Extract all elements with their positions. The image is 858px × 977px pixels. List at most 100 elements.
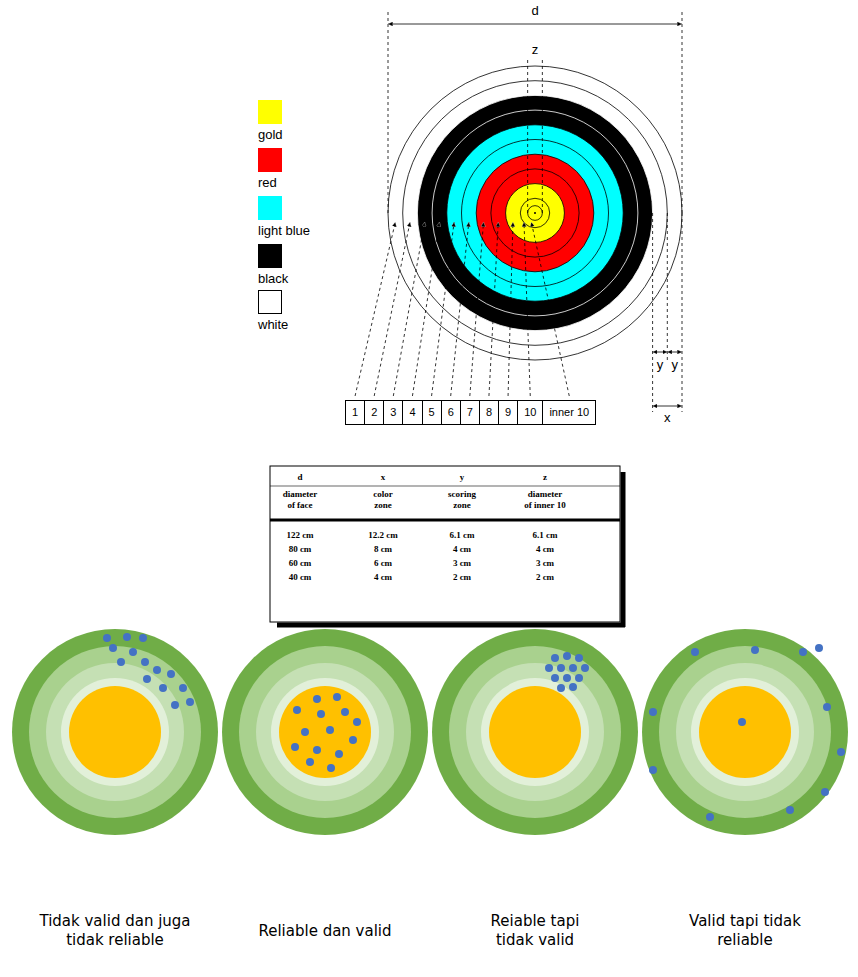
label: Tidak valid dan juga tidak reliable: [33, 912, 198, 950]
legend-item: light blue: [258, 196, 310, 238]
inner-ten-ring: [528, 206, 543, 221]
hit-dot: [815, 644, 823, 652]
label: 122 cm: [286, 530, 313, 541]
score-box: 10: [517, 400, 543, 425]
extension-line: [542, 60, 543, 213]
hit-dot: [349, 736, 357, 744]
score-box: 2: [364, 400, 384, 425]
hit-dot: [143, 675, 151, 683]
legend-swatch: [258, 100, 282, 124]
dimension-lines: [388, 12, 682, 412]
target-ring: [699, 686, 791, 778]
score-number: 4: [409, 401, 415, 424]
target-ring: [417, 95, 652, 330]
hit-dot: [551, 674, 559, 682]
hit-dot: [563, 652, 571, 660]
hit-dot: [129, 648, 137, 656]
leader-line: [355, 222, 395, 396]
hit-dot: [139, 634, 147, 642]
legend-swatch: [258, 148, 282, 172]
target-ring: [46, 663, 184, 801]
label: diameter of face: [278, 489, 322, 511]
label: x: [381, 472, 386, 483]
score-box: 5: [422, 400, 442, 425]
target-ring: [403, 81, 668, 346]
hit-dot: [799, 648, 807, 656]
hit-dot: [301, 728, 309, 736]
hit-dot: [117, 658, 125, 666]
label: 4 cm: [536, 544, 554, 555]
leader-line: [412, 222, 439, 396]
dimension-arrow: [653, 352, 668, 353]
label: 6.1 cm: [533, 530, 558, 541]
target-ring: [279, 686, 371, 778]
extension-line: [667, 213, 668, 360]
target-ring: [642, 629, 848, 835]
label: y: [671, 357, 678, 373]
target-ring: [462, 140, 609, 287]
target-ring: [271, 678, 379, 786]
label: z: [543, 472, 547, 483]
label: d: [297, 472, 302, 483]
validity-target: [642, 629, 848, 835]
hit-dot: [557, 664, 565, 672]
target-ring: [481, 678, 589, 786]
hit-dot: [691, 648, 699, 656]
hit-dot: [179, 684, 187, 692]
legend-swatch: [258, 196, 282, 220]
target-ring: [676, 663, 814, 801]
hit-dot: [171, 701, 179, 709]
label: 3 cm: [536, 558, 554, 569]
hit-dot: [738, 718, 746, 726]
target-ring: [61, 678, 169, 786]
label: 2 cm: [453, 572, 471, 583]
target-ring: [388, 66, 682, 360]
target-ring: [476, 154, 594, 272]
label: Reliable dan valid: [225, 922, 425, 941]
label: x: [664, 410, 671, 426]
legend-text: black: [258, 271, 288, 286]
score-number: 9: [505, 401, 511, 424]
target-ring: [659, 646, 831, 818]
target-ring: [491, 169, 579, 257]
dimension-arrow: [653, 406, 682, 407]
legend-item: gold: [258, 100, 283, 142]
target-ring: [239, 646, 411, 818]
score-box: 3: [383, 400, 403, 425]
target-ring: [447, 125, 623, 301]
score-number: 10: [524, 401, 536, 424]
score-box: 1: [345, 400, 365, 425]
hit-dot: [545, 664, 553, 672]
label: Valid tapi tidak reliable: [681, 912, 809, 950]
table-shadow: [277, 623, 625, 628]
label: diameter of inner 10: [523, 489, 567, 511]
hit-dot: [335, 750, 343, 758]
table-border: [270, 466, 620, 622]
label: y: [657, 357, 664, 373]
extension-line: [682, 213, 683, 412]
hit-dot: [326, 726, 334, 734]
score-number: 7: [467, 401, 473, 424]
hit-dot: [649, 708, 657, 716]
score-number: 8: [486, 401, 492, 424]
target-face: [388, 66, 682, 360]
hit-dot: [823, 703, 831, 711]
hit-dot: [563, 674, 571, 682]
extension-line: [388, 12, 389, 213]
table-rule: [270, 486, 620, 487]
legend-item: white: [258, 290, 288, 332]
target-ring: [29, 646, 201, 818]
hit-dot: [103, 634, 111, 642]
score-box: 9: [498, 400, 518, 425]
score-number: 5: [429, 401, 435, 424]
hit-dot: [575, 654, 583, 662]
hit-dot: [313, 746, 321, 754]
target-ring: [489, 686, 581, 778]
hit-dot: [706, 813, 714, 821]
hit-dot: [353, 718, 361, 726]
leader-line: [374, 222, 410, 396]
label: y: [460, 472, 465, 483]
leader-line: [508, 222, 513, 396]
